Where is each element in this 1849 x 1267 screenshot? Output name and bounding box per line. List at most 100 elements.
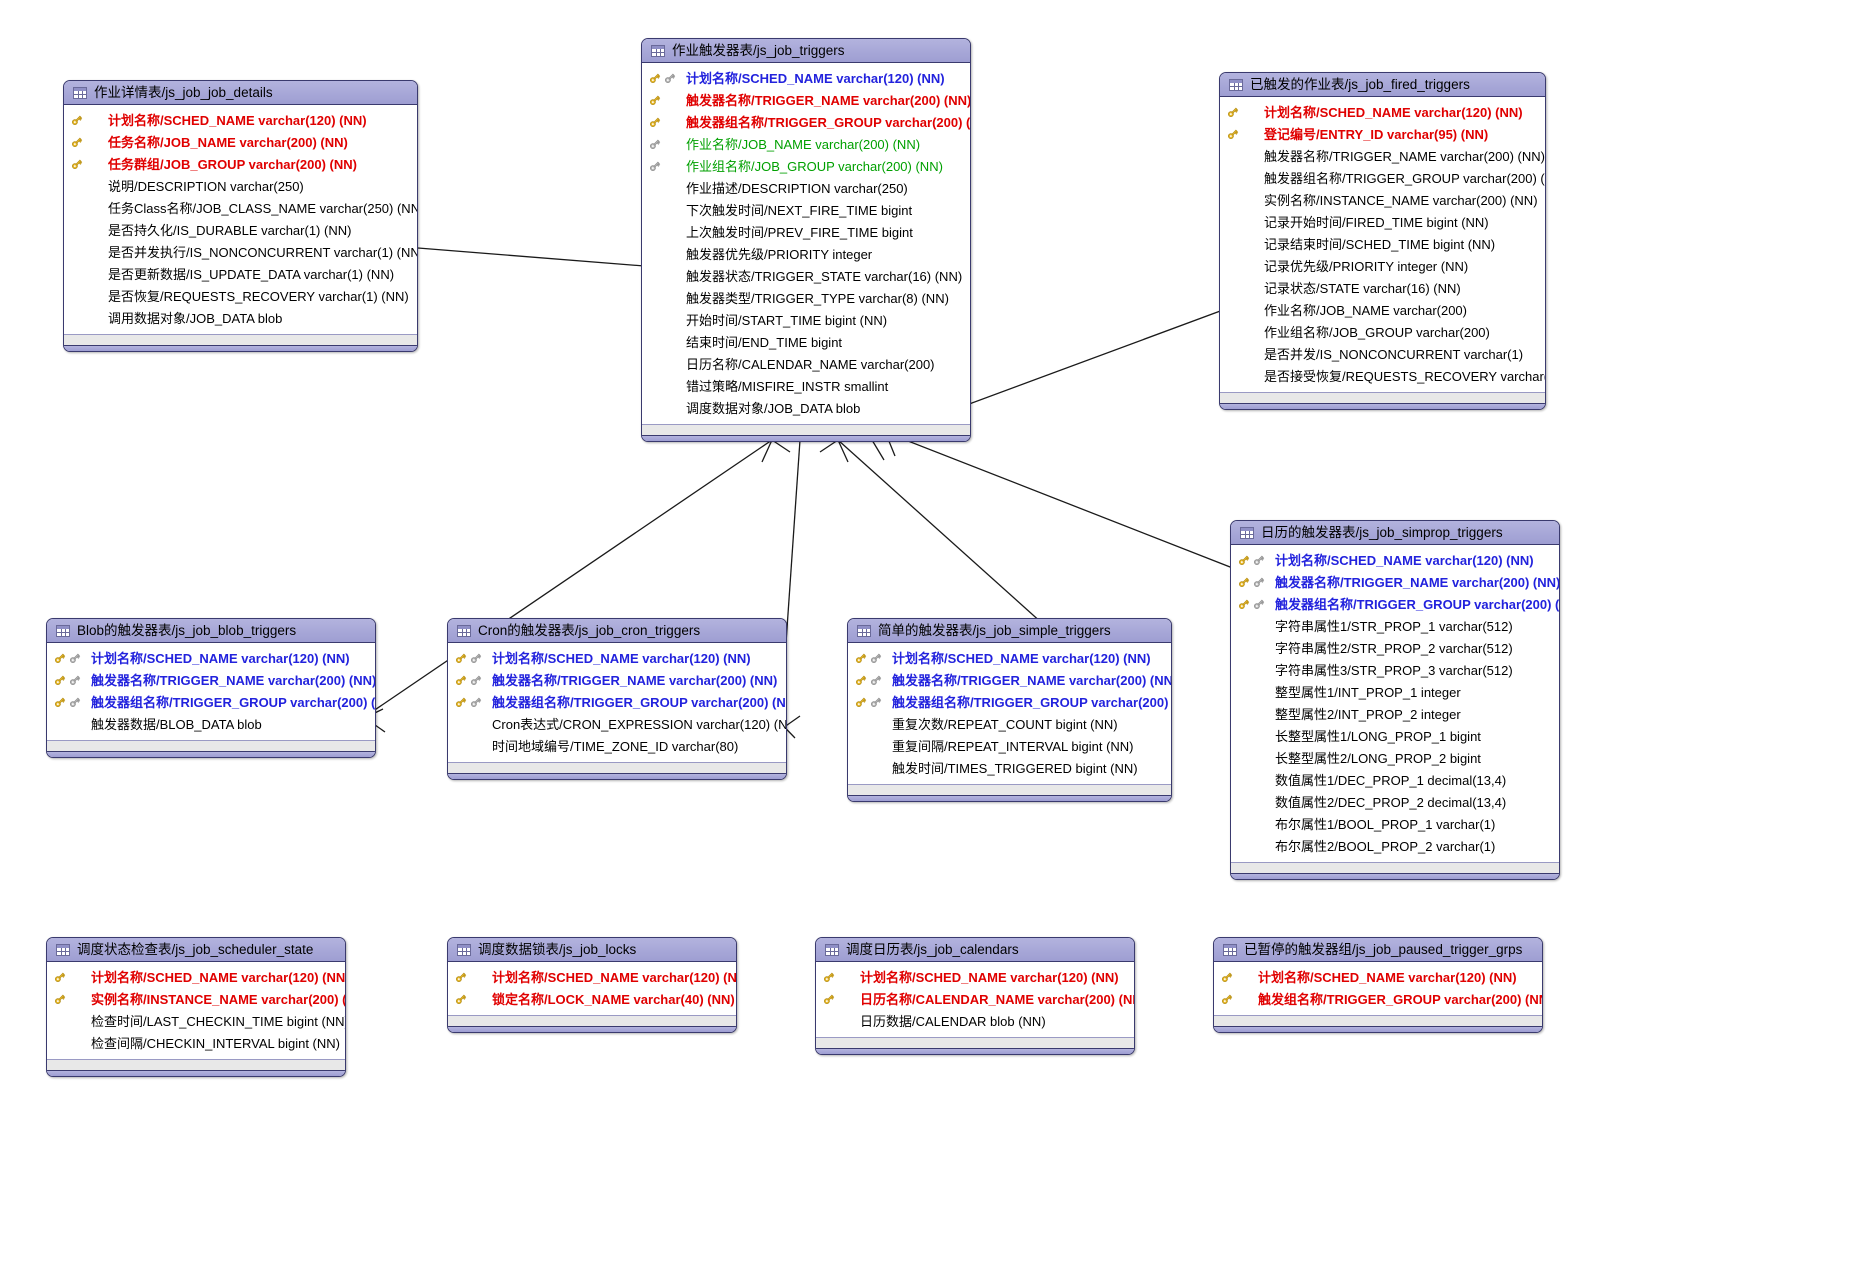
attribute-row[interactable]: 触发器组名称/TRIGGER_GROUP varchar(200) (NN) (848, 691, 1171, 713)
attribute-row[interactable]: 触发器组名称/TRIGGER_GROUP varchar(200) (NN) (642, 111, 970, 133)
attribute-row[interactable]: 字符串属性1/STR_PROP_1 varchar(512) (1231, 615, 1559, 637)
entity-js-job-simple-triggers[interactable]: 简单的触发器表/js_job_simple_triggers 计划名称/SCHE… (847, 618, 1172, 802)
attribute-row[interactable]: 触发器名称/TRIGGER_NAME varchar(200) (NN) (47, 669, 375, 691)
attribute-row[interactable]: 下次触发时间/NEXT_FIRE_TIME bigint (642, 199, 970, 221)
attribute-row[interactable]: 记录状态/STATE varchar(16) (NN) (1220, 277, 1545, 299)
attribute-row[interactable]: 作业名称/JOB_NAME varchar(200) (NN) (642, 133, 970, 155)
attribute-row[interactable]: 计划名称/SCHED_NAME varchar(120) (NN) (1231, 549, 1559, 571)
attribute-row[interactable]: 记录开始时间/FIRED_TIME bigint (NN) (1220, 211, 1545, 233)
attribute-row[interactable]: 计划名称/SCHED_NAME varchar(120) (NN) (848, 647, 1171, 669)
attribute-row[interactable]: 任务名称/JOB_NAME varchar(200) (NN) (64, 131, 417, 153)
attribute-row[interactable]: 结束时间/END_TIME bigint (642, 331, 970, 353)
attribute-row[interactable]: 调度数据对象/JOB_DATA blob (642, 397, 970, 419)
attribute-row[interactable]: 登记编号/ENTRY_ID varchar(95) (NN) (1220, 123, 1545, 145)
attribute-row[interactable]: 计划名称/SCHED_NAME varchar(120) (NN) (1214, 966, 1542, 988)
attribute-row[interactable]: 整型属性2/INT_PROP_2 integer (1231, 703, 1559, 725)
attribute-row[interactable]: 是否持久化/IS_DURABLE varchar(1) (NN) (64, 219, 417, 241)
attribute-row[interactable]: 计划名称/SCHED_NAME varchar(120) (NN) (64, 109, 417, 131)
attribute-row[interactable]: 任务Class名称/JOB_CLASS_NAME varchar(250) (N… (64, 197, 417, 219)
attribute-row[interactable]: 计划名称/SCHED_NAME varchar(120) (NN) (47, 966, 345, 988)
attribute-row[interactable]: 是否并发/IS_NONCONCURRENT varchar(1) (1220, 343, 1545, 365)
attribute-label: 计划名称/SCHED_NAME varchar(120) (NN) (892, 650, 1151, 666)
attribute-row[interactable]: 触发器组名称/TRIGGER_GROUP varchar(200) (NN) (1231, 593, 1559, 615)
attribute-label: 是否更新数据/IS_UPDATE_DATA varchar(1) (NN) (108, 266, 395, 282)
attribute-row[interactable]: Cron表达式/CRON_EXPRESSION varchar(120) (NN… (448, 713, 786, 735)
attribute-row[interactable]: 作业描述/DESCRIPTION varchar(250) (642, 177, 970, 199)
attribute-row[interactable]: 长整型属性1/LONG_PROP_1 bigint (1231, 725, 1559, 747)
entity-js-job-cron-triggers[interactable]: Cron的触发器表/js_job_cron_triggers 计划名称/SCHE… (447, 618, 787, 780)
attribute-row[interactable]: 触发器状态/TRIGGER_STATE varchar(16) (NN) (642, 265, 970, 287)
attribute-row[interactable]: 重复次数/REPEAT_COUNT bigint (NN) (848, 713, 1171, 735)
attribute-row[interactable]: 字符串属性2/STR_PROP_2 varchar(512) (1231, 637, 1559, 659)
attribute-row[interactable]: 触发器名称/TRIGGER_NAME varchar(200) (NN) (448, 669, 786, 691)
entity-footer (1231, 862, 1559, 873)
entity-js-job-locks[interactable]: 调度数据锁表/js_job_locks 计划名称/SCHED_NAME varc… (447, 937, 737, 1033)
attribute-row[interactable]: 计划名称/SCHED_NAME varchar(120) (NN) (47, 647, 375, 669)
attribute-row[interactable]: 作业名称/JOB_NAME varchar(200) (1220, 299, 1545, 321)
attribute-row[interactable]: 触发器名称/TRIGGER_NAME varchar(200) (NN) (642, 89, 970, 111)
attribute-row[interactable]: 开始时间/START_TIME bigint (NN) (642, 309, 970, 331)
attribute-row[interactable]: 是否接受恢复/REQUESTS_RECOVERY varchar(1) (1220, 365, 1545, 387)
entity-js-job-blob-triggers[interactable]: Blob的触发器表/js_job_blob_triggers 计划名称/SCHE… (46, 618, 376, 758)
attribute-row[interactable]: 触发器名称/TRIGGER_NAME varchar(200) (NN) (1220, 145, 1545, 167)
attribute-row[interactable]: 重复间隔/REPEAT_INTERVAL bigint (NN) (848, 735, 1171, 757)
attribute-row[interactable]: 上次触发时间/PREV_FIRE_TIME bigint (642, 221, 970, 243)
gold-key-icon (72, 159, 83, 169)
attribute-row[interactable]: 计划名称/SCHED_NAME varchar(120) (NN) (1220, 101, 1545, 123)
entity-js-job-calendars[interactable]: 调度日历表/js_job_calendars 计划名称/SCHED_NAME v… (815, 937, 1135, 1055)
attribute-row[interactable]: 检查时间/LAST_CHECKIN_TIME bigint (NN) (47, 1010, 345, 1032)
attribute-row[interactable]: 数值属性1/DEC_PROP_1 decimal(13,4) (1231, 769, 1559, 791)
attribute-row[interactable]: 触发器组名称/TRIGGER_GROUP varchar(200) (NN) (1220, 167, 1545, 189)
attribute-row[interactable]: 说明/DESCRIPTION varchar(250) (64, 175, 417, 197)
attribute-row[interactable]: 检查间隔/CHECKIN_INTERVAL bigint (NN) (47, 1032, 345, 1054)
attribute-row[interactable]: 实例名称/INSTANCE_NAME varchar(200) (NN) (1220, 189, 1545, 211)
attribute-row[interactable]: 触发组名称/TRIGGER_GROUP varchar(200) (NN) (1214, 988, 1542, 1010)
entity-js-job-paused-trigger-grps[interactable]: 已暂停的触发器组/js_job_paused_trigger_grps 计划名称… (1213, 937, 1543, 1033)
attribute-row[interactable]: 记录结束时间/SCHED_TIME bigint (NN) (1220, 233, 1545, 255)
attribute-row[interactable]: 触发器优先级/PRIORITY integer (642, 243, 970, 265)
attribute-row[interactable]: 日历名称/CALENDAR_NAME varchar(200) (642, 353, 970, 375)
attribute-row[interactable]: 字符串属性3/STR_PROP_3 varchar(512) (1231, 659, 1559, 681)
attribute-row[interactable]: 任务群组/JOB_GROUP varchar(200) (NN) (64, 153, 417, 175)
attribute-row[interactable]: 触发时间/TIMES_TRIGGERED bigint (NN) (848, 757, 1171, 779)
attribute-row[interactable]: 计划名称/SCHED_NAME varchar(120) (NN) (642, 67, 970, 89)
attribute-row[interactable]: 触发器类型/TRIGGER_TYPE varchar(8) (NN) (642, 287, 970, 309)
entity-js-job-job-details[interactable]: 作业详情表/js_job_job_details 计划名称/SCHED_NAME… (63, 80, 418, 352)
attribute-row[interactable]: 日历名称/CALENDAR_NAME varchar(200) (NN) (816, 988, 1134, 1010)
entity-js-job-fired-triggers[interactable]: 已触发的作业表/js_job_fired_triggers 计划名称/SCHED… (1219, 72, 1546, 410)
attribute-row[interactable]: 计划名称/SCHED_NAME varchar(120) (NN) (448, 647, 786, 669)
attribute-row[interactable]: 作业组名称/JOB_GROUP varchar(200) (1220, 321, 1545, 343)
attribute-row[interactable]: 锁定名称/LOCK_NAME varchar(40) (NN) (448, 988, 736, 1010)
attribute-row[interactable]: 数值属性2/DEC_PROP_2 decimal(13,4) (1231, 791, 1559, 813)
entity-title: 作业触发器表/js_job_triggers (672, 42, 845, 58)
attribute-row[interactable]: 错过策略/MISFIRE_INSTR smallint (642, 375, 970, 397)
attribute-row[interactable]: 整型属性1/INT_PROP_1 integer (1231, 681, 1559, 703)
attribute-row[interactable]: 布尔属性1/BOOL_PROP_1 varchar(1) (1231, 813, 1559, 835)
table-icon (1229, 78, 1243, 91)
attribute-row[interactable]: 调用数据对象/JOB_DATA blob (64, 307, 417, 329)
attribute-row[interactable]: 是否更新数据/IS_UPDATE_DATA varchar(1) (NN) (64, 263, 417, 285)
attribute-label: 触发器组名称/TRIGGER_GROUP varchar(200) (NN) (91, 694, 376, 710)
attribute-row[interactable]: 长整型属性2/LONG_PROP_2 bigint (1231, 747, 1559, 769)
attribute-row[interactable]: 触发器名称/TRIGGER_NAME varchar(200) (NN) (848, 669, 1171, 691)
attribute-row[interactable]: 记录优先级/PRIORITY integer (NN) (1220, 255, 1545, 277)
attribute-row[interactable]: 触发器组名称/TRIGGER_GROUP varchar(200) (NN) (448, 691, 786, 713)
attribute-row[interactable]: 日历数据/CALENDAR blob (NN) (816, 1010, 1134, 1032)
attribute-row[interactable]: 触发器名称/TRIGGER_NAME varchar(200) (NN) (1231, 571, 1559, 593)
entity-js-job-triggers[interactable]: 作业触发器表/js_job_triggers 计划名称/SCHED_NAME v… (641, 38, 971, 442)
attribute-row[interactable]: 计划名称/SCHED_NAME varchar(120) (NN) (448, 966, 736, 988)
entity-js-job-scheduler-state[interactable]: 调度状态检查表/js_job_scheduler_state 计划名称/SCHE… (46, 937, 346, 1077)
attribute-row[interactable]: 实例名称/INSTANCE_NAME varchar(200) (NN) (47, 988, 345, 1010)
attribute-row[interactable]: 布尔属性2/BOOL_PROP_2 varchar(1) (1231, 835, 1559, 857)
attribute-row[interactable]: 作业组名称/JOB_GROUP varchar(200) (NN) (642, 155, 970, 177)
key-indicator-group (648, 116, 686, 129)
attribute-label: 检查时间/LAST_CHECKIN_TIME bigint (NN) (91, 1013, 346, 1029)
attribute-row[interactable]: 是否并发执行/IS_NONCONCURRENT varchar(1) (NN) (64, 241, 417, 263)
attribute-row[interactable]: 是否恢复/REQUESTS_RECOVERY varchar(1) (NN) (64, 285, 417, 307)
attribute-row[interactable]: 触发器数据/BLOB_DATA blob (47, 713, 375, 735)
attribute-label: 计划名称/SCHED_NAME varchar(120) (NN) (492, 650, 751, 666)
attribute-row[interactable]: 触发器组名称/TRIGGER_GROUP varchar(200) (NN) (47, 691, 375, 713)
attribute-row[interactable]: 计划名称/SCHED_NAME varchar(120) (NN) (816, 966, 1134, 988)
attribute-row[interactable]: 时间地域编号/TIME_ZONE_ID varchar(80) (448, 735, 786, 757)
entity-js-job-simprop-triggers[interactable]: 日历的触发器表/js_job_simprop_triggers 计划名称/SCH… (1230, 520, 1560, 880)
